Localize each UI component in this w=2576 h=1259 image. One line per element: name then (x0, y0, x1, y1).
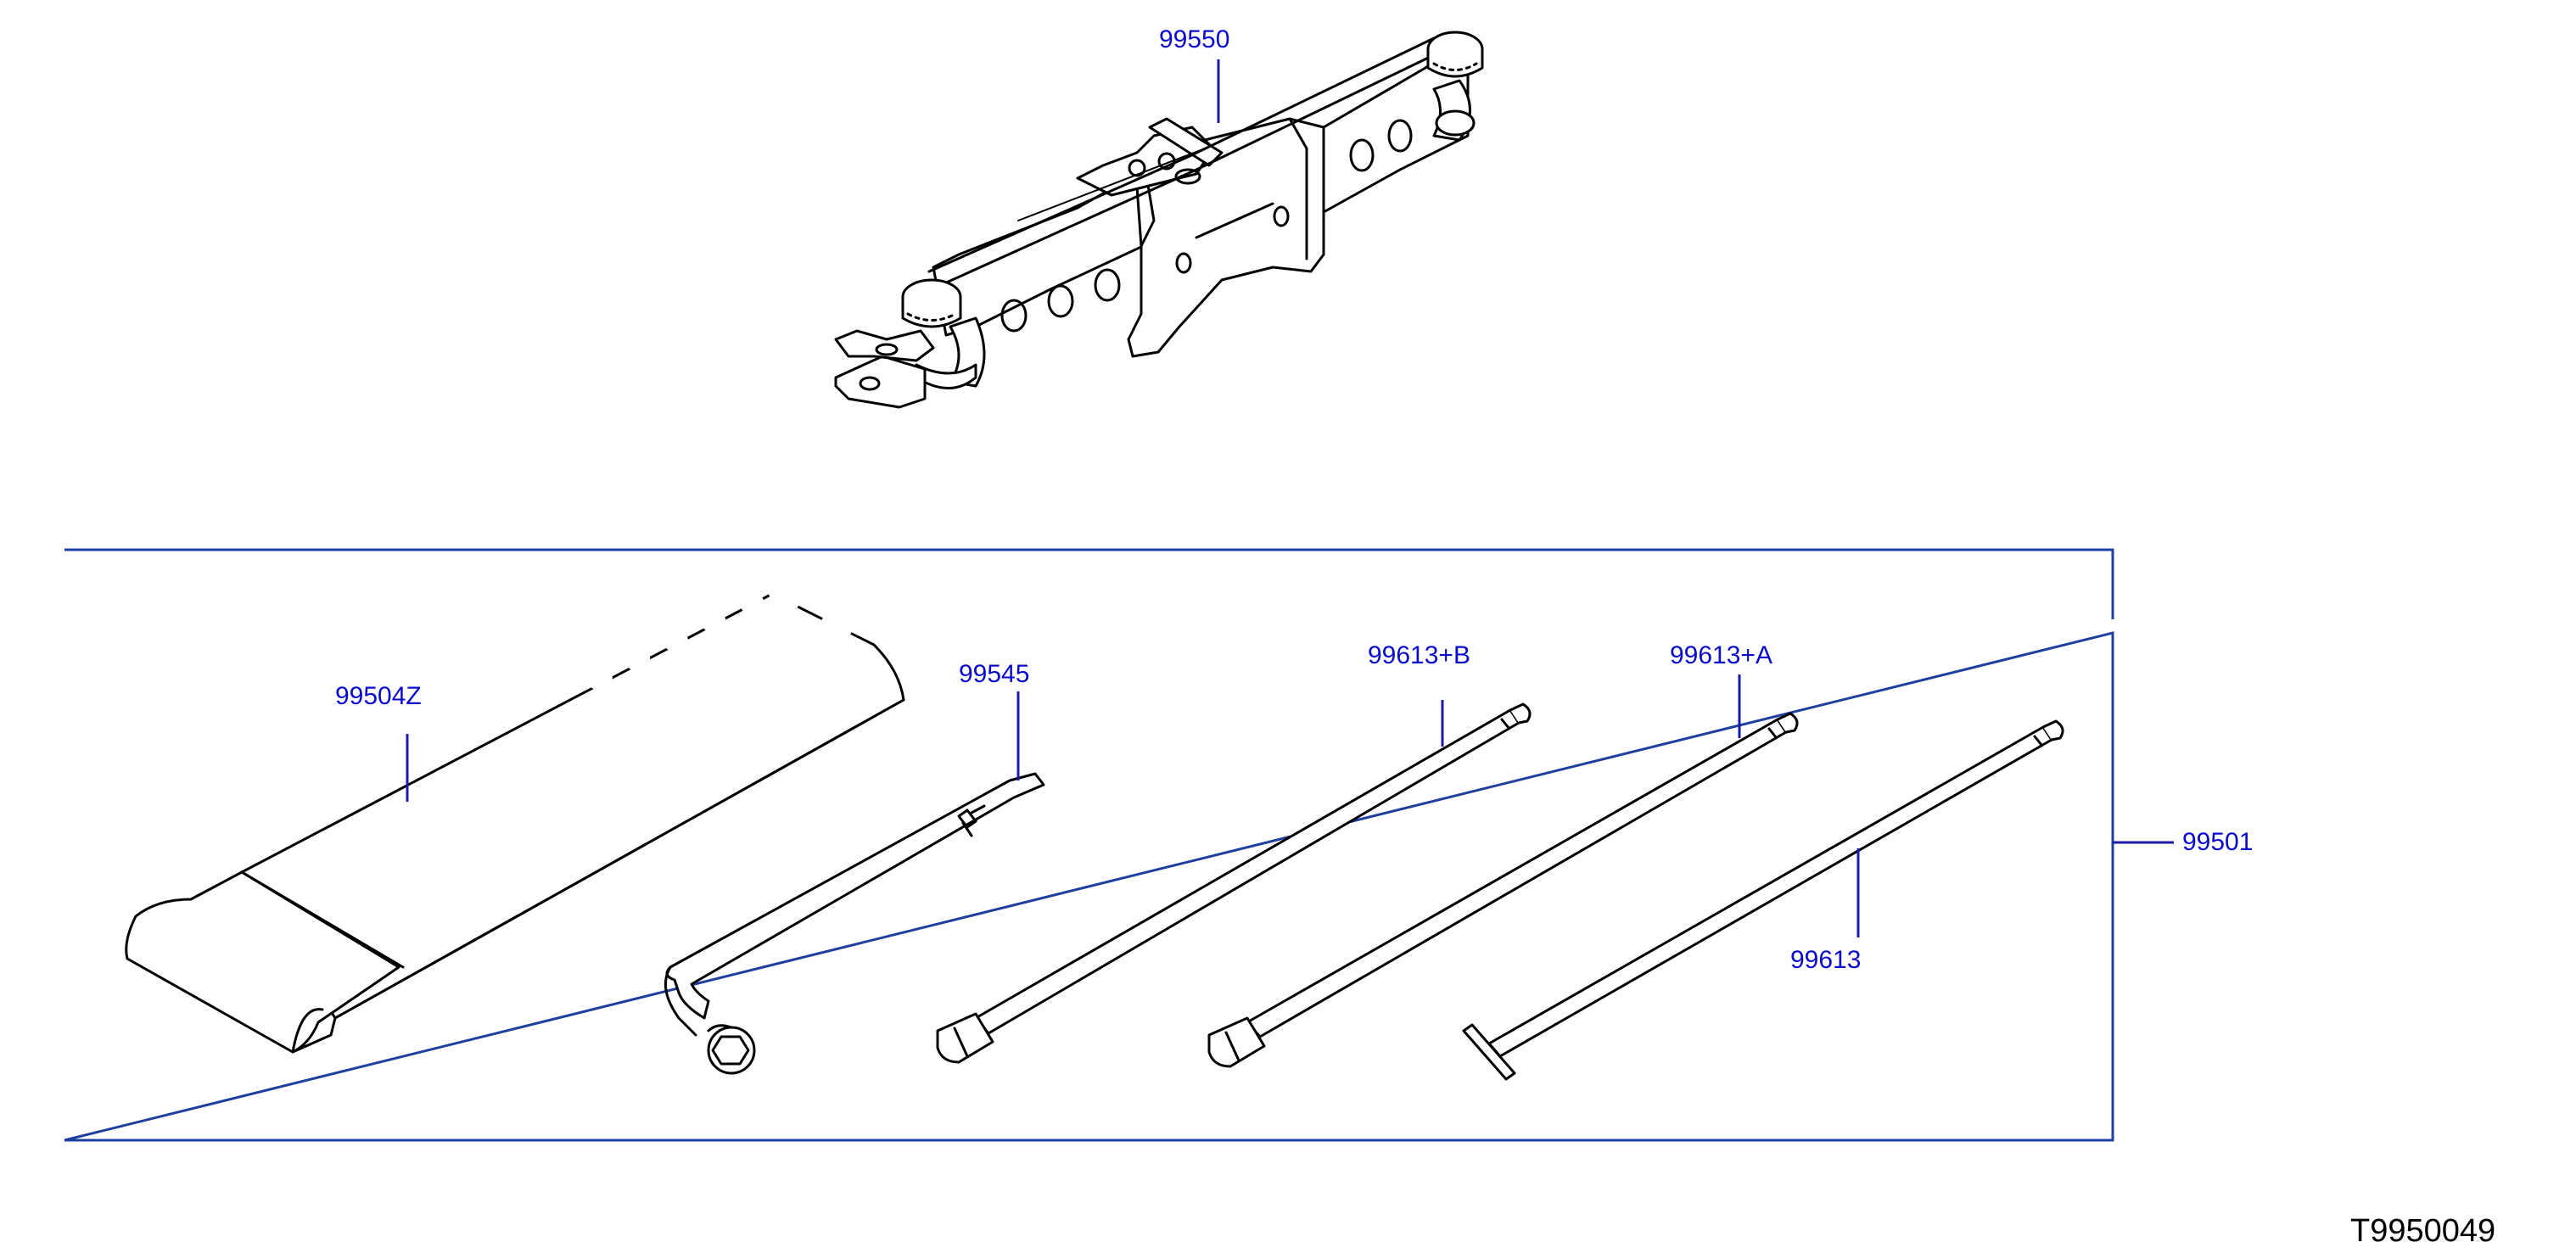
leader-lines (406, 59, 2174, 937)
callout-extension-bar-b: 99613+B (1368, 641, 1470, 669)
callout-tool-bag: 99504Z (335, 682, 422, 710)
scissor-jack-drawing (834, 31, 1484, 409)
callout-jack: 99550 (1159, 25, 1230, 53)
jack-handle-drawing (1462, 719, 2064, 1081)
wheel-wrench-drawing (664, 772, 1045, 1075)
callout-jack-handle: 99613 (1790, 946, 1862, 974)
extension-bar-b-drawing (936, 702, 1532, 1064)
tool-bag-drawing (125, 590, 905, 1054)
callout-tool-kit: 99501 (2182, 828, 2254, 856)
callout-wheel-wrench: 99545 (959, 660, 1030, 688)
tool-kit-frame (64, 548, 2114, 1142)
callout-extension-bar-a: 99613+A (1670, 641, 1772, 669)
extension-bar-a-drawing (1207, 712, 1799, 1068)
diagram-code: T9950049 (2350, 1213, 2496, 1249)
